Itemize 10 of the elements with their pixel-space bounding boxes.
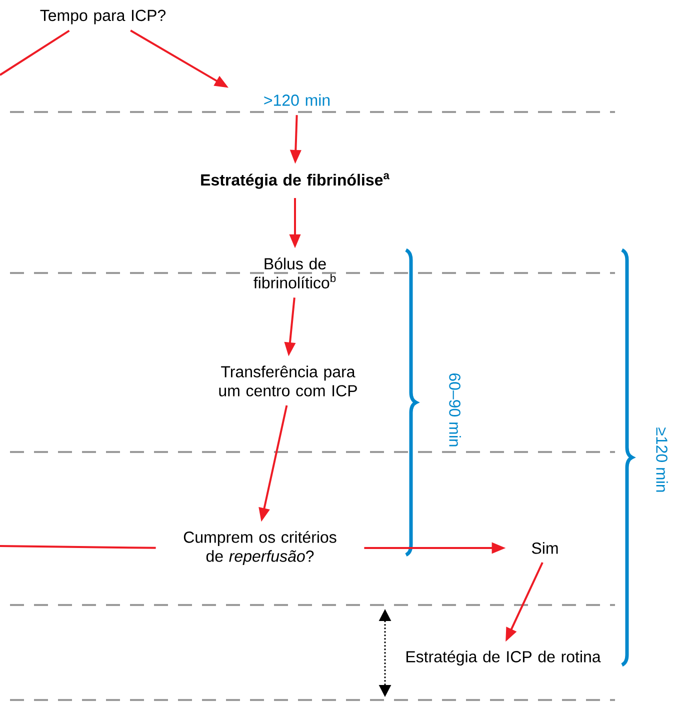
node-text: >120 min [264,94,330,106]
node-text: Transferência para um centro com ICP [219,366,357,396]
node-text: Tempo para ICP? [40,10,166,24]
node-text: Bólus de fibrinolítico$^{b}$ [254,258,336,288]
brace-label: ≥120 min [656,428,668,492]
node-text: Cumprem os critérios de reperfusão? [184,530,336,566]
node-text: Sim [532,542,558,554]
node-text: Estratégia de fibrinólise$^{a}$ [201,173,390,189]
brace-label: 60–90 min [449,373,461,446]
node-text: Estratégia de ICP de rotina [406,650,601,666]
